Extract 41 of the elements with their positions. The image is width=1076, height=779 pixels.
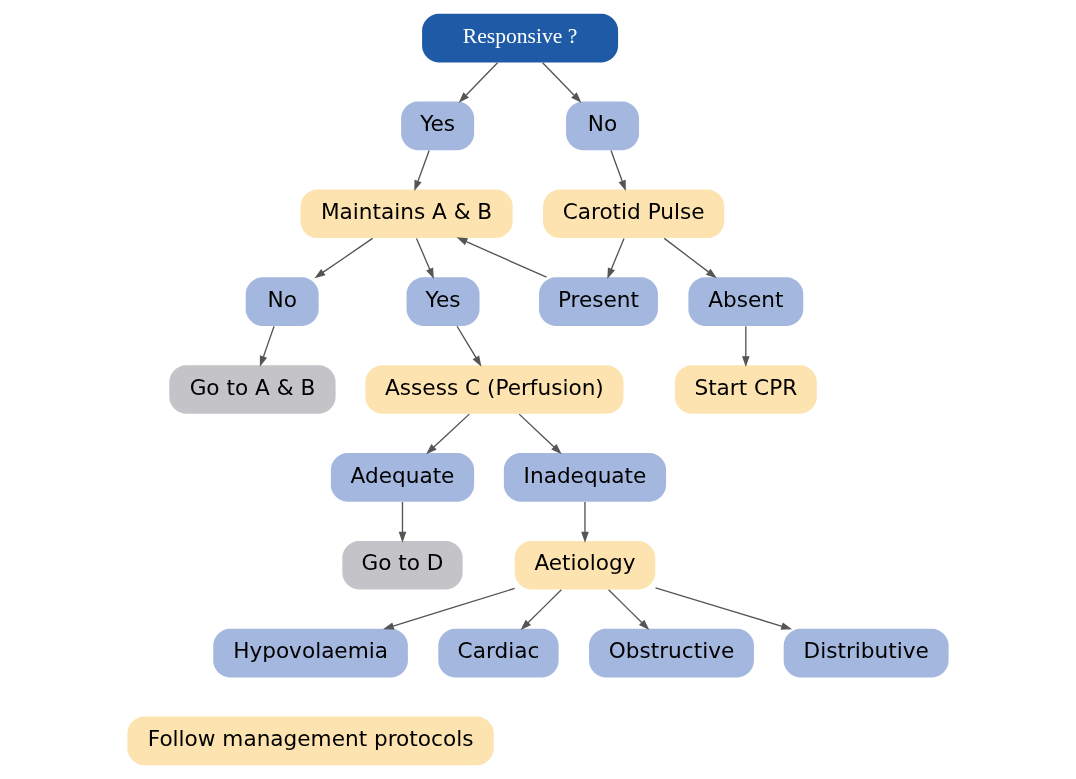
node-box: Go to D [342,540,463,590]
node-box: Follow management protocols [127,716,494,766]
node-box: Hypovolaemia [213,628,408,678]
arrow [456,237,548,278]
arrow [426,413,470,455]
node-box: Go to A & B [169,365,336,414]
arrow [383,587,516,630]
node-box: Inadequate [503,453,667,502]
node-box: Start CPR [674,365,817,414]
arrow [742,325,750,367]
arrow [663,237,717,279]
node-box: Adequate [330,453,475,502]
node-box: Assess C (Perfusion) [365,365,624,414]
node-box: Carotid Pulse [543,189,725,239]
arrow [415,237,434,279]
node-box: Yes [406,277,480,326]
arrow [314,237,374,279]
node-box: Absent [688,277,804,326]
node-box: No [566,101,640,151]
arrow [541,62,582,103]
arrow [259,325,275,367]
arrow [518,413,562,455]
node-box: Present [539,277,658,326]
node-box: Distributive [783,628,949,678]
arrow [607,589,650,630]
arrow [398,501,407,543]
node-box: No [245,277,319,326]
arrow [414,149,430,192]
arrow [456,325,482,367]
node-box: Maintains A & B [300,189,513,239]
node-box: Cardiac [438,628,559,678]
arrow [610,149,626,192]
node-box: Obstructive [589,628,754,678]
arrow [520,589,562,630]
arrow [654,587,793,630]
node-box: Aetiology [514,540,656,590]
node-box: Yes [401,101,475,151]
arrow [581,501,589,543]
arrow [607,237,625,279]
arrow [458,62,499,103]
node-box: Responsive ? [422,13,619,63]
